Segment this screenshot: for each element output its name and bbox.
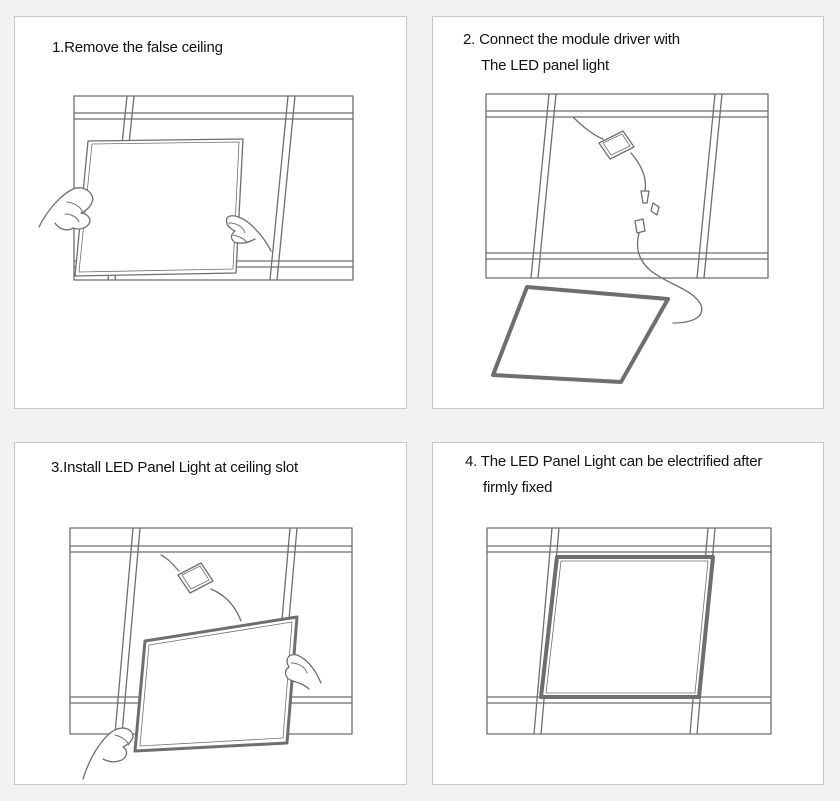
connector-female	[634, 218, 646, 234]
driver-output-cable	[630, 152, 647, 192]
ceiling-grid-frame	[485, 93, 769, 279]
driver-output-cable	[210, 588, 242, 622]
led-panel	[491, 285, 670, 384]
led-panel-installed	[539, 555, 715, 699]
ceiling-tile	[74, 138, 244, 277]
module-driver	[598, 130, 635, 160]
step-4-caption: 4. The LED Panel Light can be electrifie…	[465, 453, 763, 496]
driver-input-cable	[572, 116, 604, 140]
panel-cable	[636, 232, 703, 324]
step-3-illustration	[69, 527, 353, 780]
left-hand-icon	[82, 727, 134, 780]
ceiling-grid-frame	[486, 527, 772, 735]
step-2-caption: 2. Connect the module driver with The LE…	[463, 31, 680, 74]
step-2-panel: 2. Connect the module driver with The LE…	[432, 16, 824, 409]
step-4-illustration	[486, 527, 772, 735]
driver-input-cable	[160, 554, 180, 572]
module-driver	[177, 562, 214, 594]
step-4-panel: 4. The LED Panel Light can be electrifie…	[432, 442, 824, 785]
step-1-caption: 1.Remove the false ceiling	[52, 39, 223, 56]
left-hand-icon	[38, 187, 94, 231]
step-1-illustration	[38, 95, 354, 281]
step-1-panel: 1.Remove the false ceiling	[14, 16, 407, 409]
step-3-caption: 3.Install LED Panel Light at ceiling slo…	[51, 459, 298, 476]
connector-male	[640, 190, 650, 204]
step-3-panel: 3.Install LED Panel Light at ceiling slo…	[14, 442, 407, 785]
led-panel	[133, 615, 299, 753]
step-2-illustration	[485, 93, 769, 384]
